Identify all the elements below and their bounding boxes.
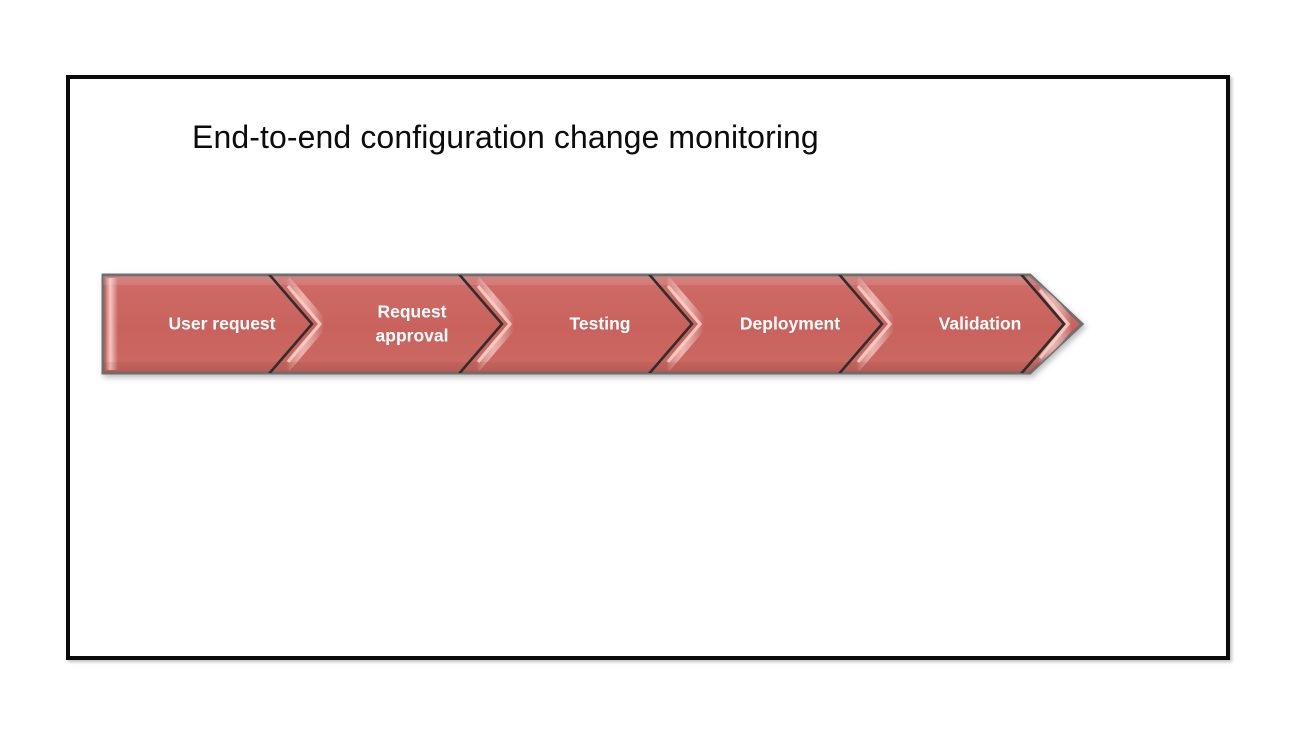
chevron-step-labels: User request Request approval Testing De… [169, 302, 1022, 346]
chevron-step-label-4: Deployment [740, 314, 840, 334]
chevron-step-label-2-line1: Request [377, 302, 446, 322]
chevron-step-label-2-line2: approval [376, 326, 449, 346]
chevron-step-label-3: Testing [570, 314, 631, 334]
chevron-step-label-2-group: Request approval [376, 302, 449, 346]
chevron-bevel-highlights [103, 276, 1082, 373]
chevron-step-label-5: Validation [939, 314, 1022, 334]
chevron-separators [267, 275, 1066, 373]
chevron-step-label-1: User request [169, 314, 276, 334]
page-title: End-to-end configuration change monitori… [192, 119, 819, 155]
chevron-process-flow: User request Request approval Testing De… [100, 272, 1085, 376]
